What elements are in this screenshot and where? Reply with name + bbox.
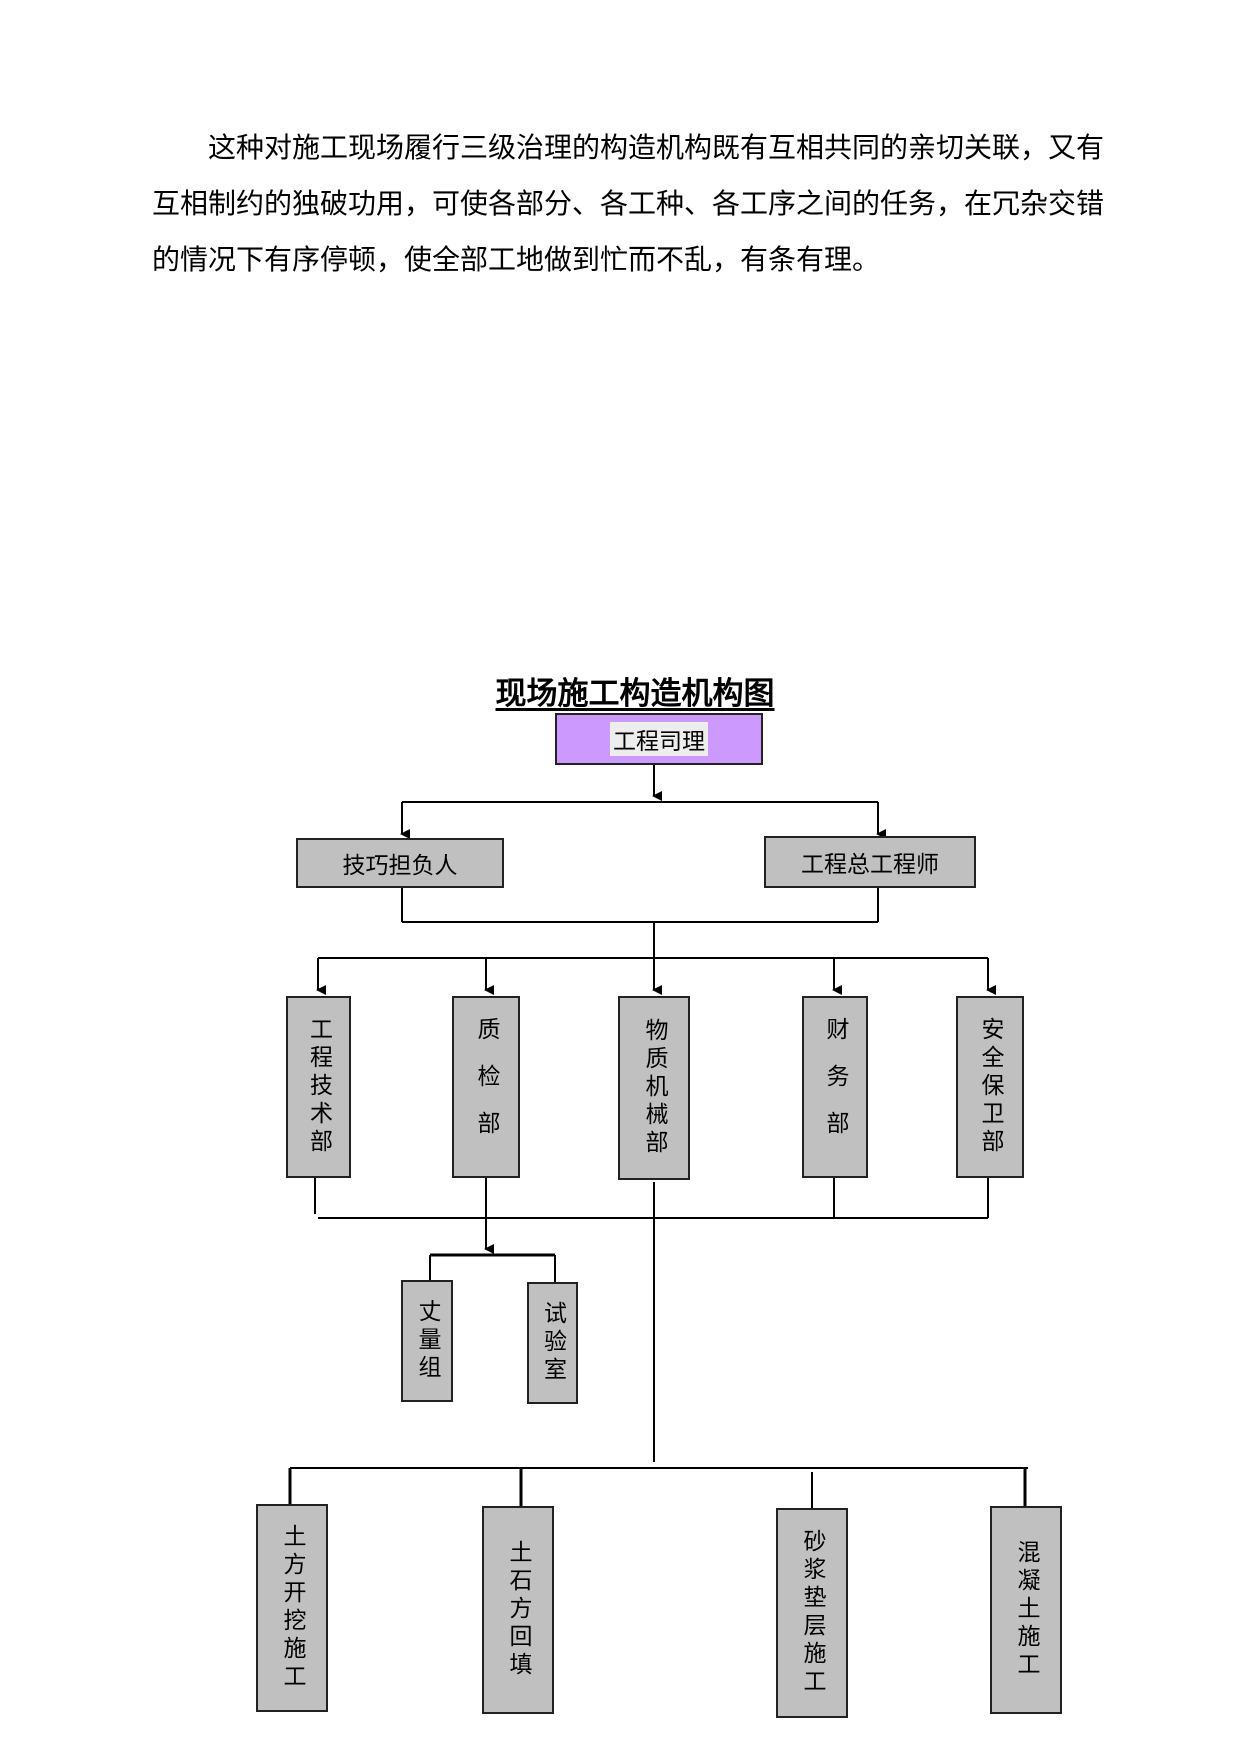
team-earth-excavation-box: 土方开挖施工: [256, 1504, 328, 1712]
dept-quality-check-box: 质检部: [452, 996, 520, 1178]
laboratory-box: 试验室: [527, 1282, 578, 1404]
dept-engineering-tech-box: 工程技术部: [286, 996, 351, 1178]
dept-safety-security-box: 安全保卫部: [956, 996, 1024, 1178]
dept-materials-machinery-box: 物质机械部: [618, 996, 690, 1180]
diagram-title: 现场施工构造机构图: [495, 676, 775, 712]
intro-paragraph: 这种对施工现场履行三级治理的构造机构既有互相共同的亲切关联，又有互相制约的独破功…: [152, 131, 1105, 276]
project-manager-box: 工程司理: [555, 713, 763, 765]
team-mortar-cushion-box: 砂浆垫层施工: [776, 1508, 848, 1718]
dept-finance-box: 财务部: [802, 996, 868, 1178]
survey-team-box: 丈量组: [401, 1280, 453, 1402]
project-manager-label: 工程司理: [610, 722, 708, 756]
team-concrete-box: 混凝土施工: [990, 1506, 1062, 1714]
team-earth-backfill-box: 土石方回填: [482, 1506, 554, 1714]
technical-lead-box: 技巧担负人: [296, 838, 504, 888]
chief-engineer-box: 工程总工程师: [764, 836, 976, 888]
